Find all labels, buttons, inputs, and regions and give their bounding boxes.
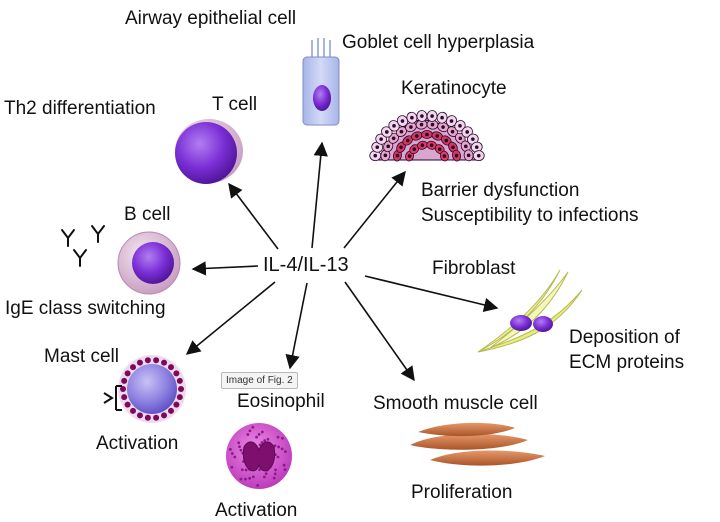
airway-effect-label: Goblet cell hyperplasia bbox=[342, 32, 535, 53]
eosinophil-icon bbox=[226, 423, 292, 489]
eosinophil-label: Eosinophil bbox=[237, 391, 325, 412]
arrows bbox=[185, 141, 499, 382]
arrow-to-fibroblast bbox=[364, 275, 499, 312]
airway-epithelial-cell-icon bbox=[302, 38, 340, 126]
antibody-icons bbox=[61, 225, 105, 267]
mast-cell-icon bbox=[118, 355, 186, 423]
arrow-to-bcell bbox=[191, 261, 259, 276]
arrow-to-tcell bbox=[228, 182, 279, 250]
t-cell-icon bbox=[175, 119, 243, 184]
arrow-to-keratinocyte bbox=[343, 170, 406, 249]
eosinophil-effect: Activation bbox=[215, 500, 298, 521]
fibroblast-effect-2: ECM proteins bbox=[569, 352, 685, 373]
keratinocyte-effect-2: Susceptibility to infections bbox=[421, 205, 639, 226]
b-cell-icon bbox=[117, 231, 181, 295]
t-cell-label: T cell bbox=[212, 94, 258, 115]
fibroblast-icon bbox=[477, 269, 583, 353]
keratinocyte-icon bbox=[369, 110, 485, 162]
smooth-muscle-cell-icon bbox=[410, 422, 545, 466]
mast-cell-effect: Activation bbox=[96, 433, 179, 454]
b-cell-effect: IgE class switching bbox=[5, 298, 166, 319]
arrow-to-mast bbox=[185, 281, 276, 355]
arrow-to-airway bbox=[311, 141, 328, 249]
arrow-to-eosinophil bbox=[285, 282, 308, 370]
receptor-icon bbox=[103, 385, 122, 411]
airway-cell-label: Airway epithelial cell bbox=[125, 8, 297, 29]
t-cell-effect: Th2 differentiation bbox=[4, 98, 156, 119]
fibroblast-effect-1: Deposition of bbox=[569, 327, 680, 348]
keratinocyte-effect-1: Barrier dysfunction bbox=[421, 180, 580, 201]
center-label: IL-4/IL-13 bbox=[263, 254, 349, 276]
arrow-to-smooth bbox=[344, 281, 415, 382]
image-caption-badge[interactable]: Image of Fig. 2 bbox=[221, 372, 298, 389]
mast-cell-label: Mast cell bbox=[44, 346, 119, 367]
keratinocyte-label: Keratinocyte bbox=[401, 78, 507, 99]
smooth-muscle-effect: Proliferation bbox=[411, 482, 513, 503]
fibroblast-label: Fibroblast bbox=[432, 258, 516, 279]
smooth-muscle-label: Smooth muscle cell bbox=[373, 393, 538, 414]
b-cell-label: B cell bbox=[124, 204, 171, 225]
